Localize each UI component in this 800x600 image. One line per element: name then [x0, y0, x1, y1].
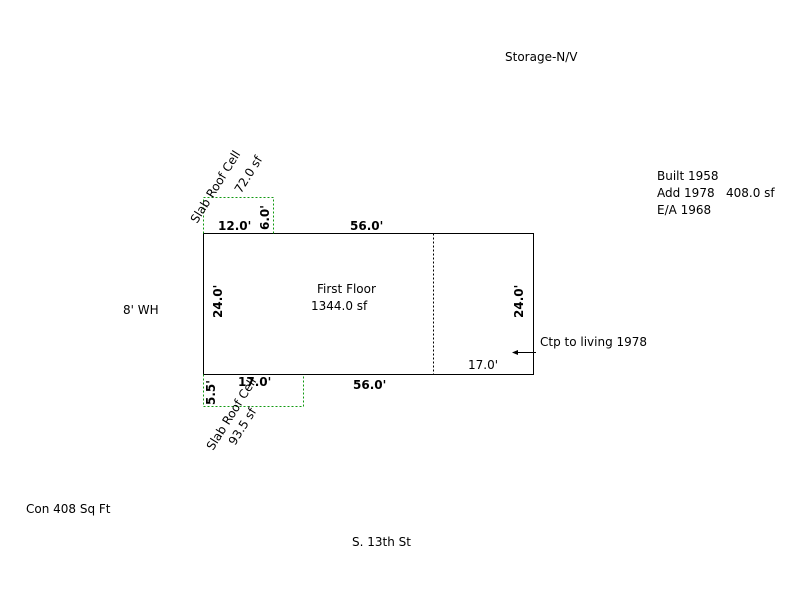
- dim-right-label: 24.0': [512, 285, 526, 318]
- slab-roof-cell-top: [203, 197, 274, 234]
- slab-top-width-label: 12.0': [218, 219, 251, 233]
- first-floor-area-label: 1344.0 sf: [311, 299, 368, 313]
- dim-bottom-label: 56.0': [353, 378, 386, 392]
- slab-roof-cell-bottom: [203, 374, 304, 407]
- con-label: Con 408 Sq Ft: [26, 502, 111, 516]
- dim-left-label: 24.0': [211, 285, 225, 318]
- slab-bottom-height-label: 5.5': [204, 380, 218, 405]
- built-label: Built 1958: [657, 169, 719, 183]
- dim-addition-width-label: 17.0': [468, 358, 498, 372]
- slab-top-height-label: 6.0': [258, 205, 272, 230]
- ctp-label: Ctp to living 1978: [540, 335, 647, 349]
- storage-label: Storage-N/V: [505, 50, 578, 64]
- wh-label: 8' WH: [123, 303, 159, 317]
- add-label: Add 1978: [657, 186, 715, 200]
- dim-top-label: 56.0': [350, 219, 383, 233]
- ea-label: E/A 1968: [657, 203, 711, 217]
- street-label: S. 13th St: [352, 535, 411, 549]
- first-floor-label: First Floor: [317, 282, 376, 296]
- add-area-label: 408.0 sf: [726, 186, 775, 200]
- slab-bottom-width-label: 17.0': [238, 375, 271, 389]
- ctp-arrow-head: [512, 350, 518, 355]
- first-floor-outline: [203, 233, 534, 375]
